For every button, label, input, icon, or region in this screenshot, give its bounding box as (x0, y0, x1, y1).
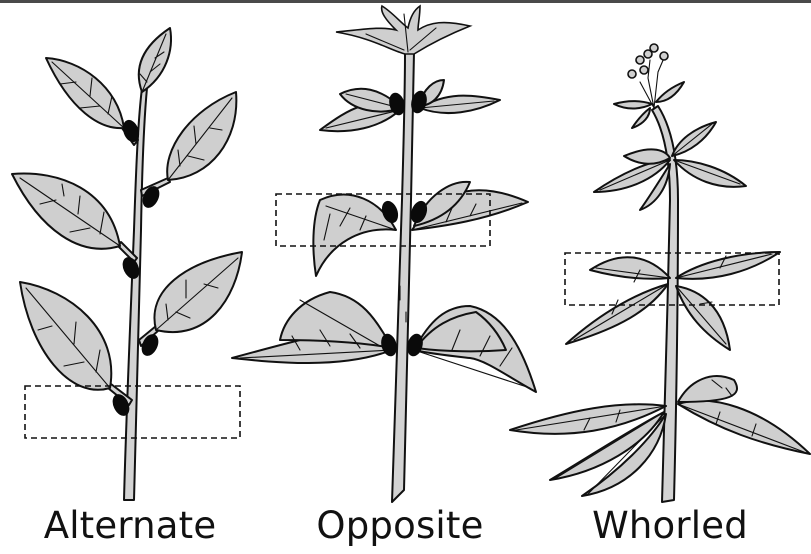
label-opposite: Opposite (300, 500, 500, 552)
alternate-plant (12, 28, 242, 500)
label-alternate: Alternate (20, 500, 240, 552)
whorled-plant (510, 44, 810, 502)
label-whorled: Whorled (570, 500, 770, 552)
opposite-plant (232, 6, 536, 502)
